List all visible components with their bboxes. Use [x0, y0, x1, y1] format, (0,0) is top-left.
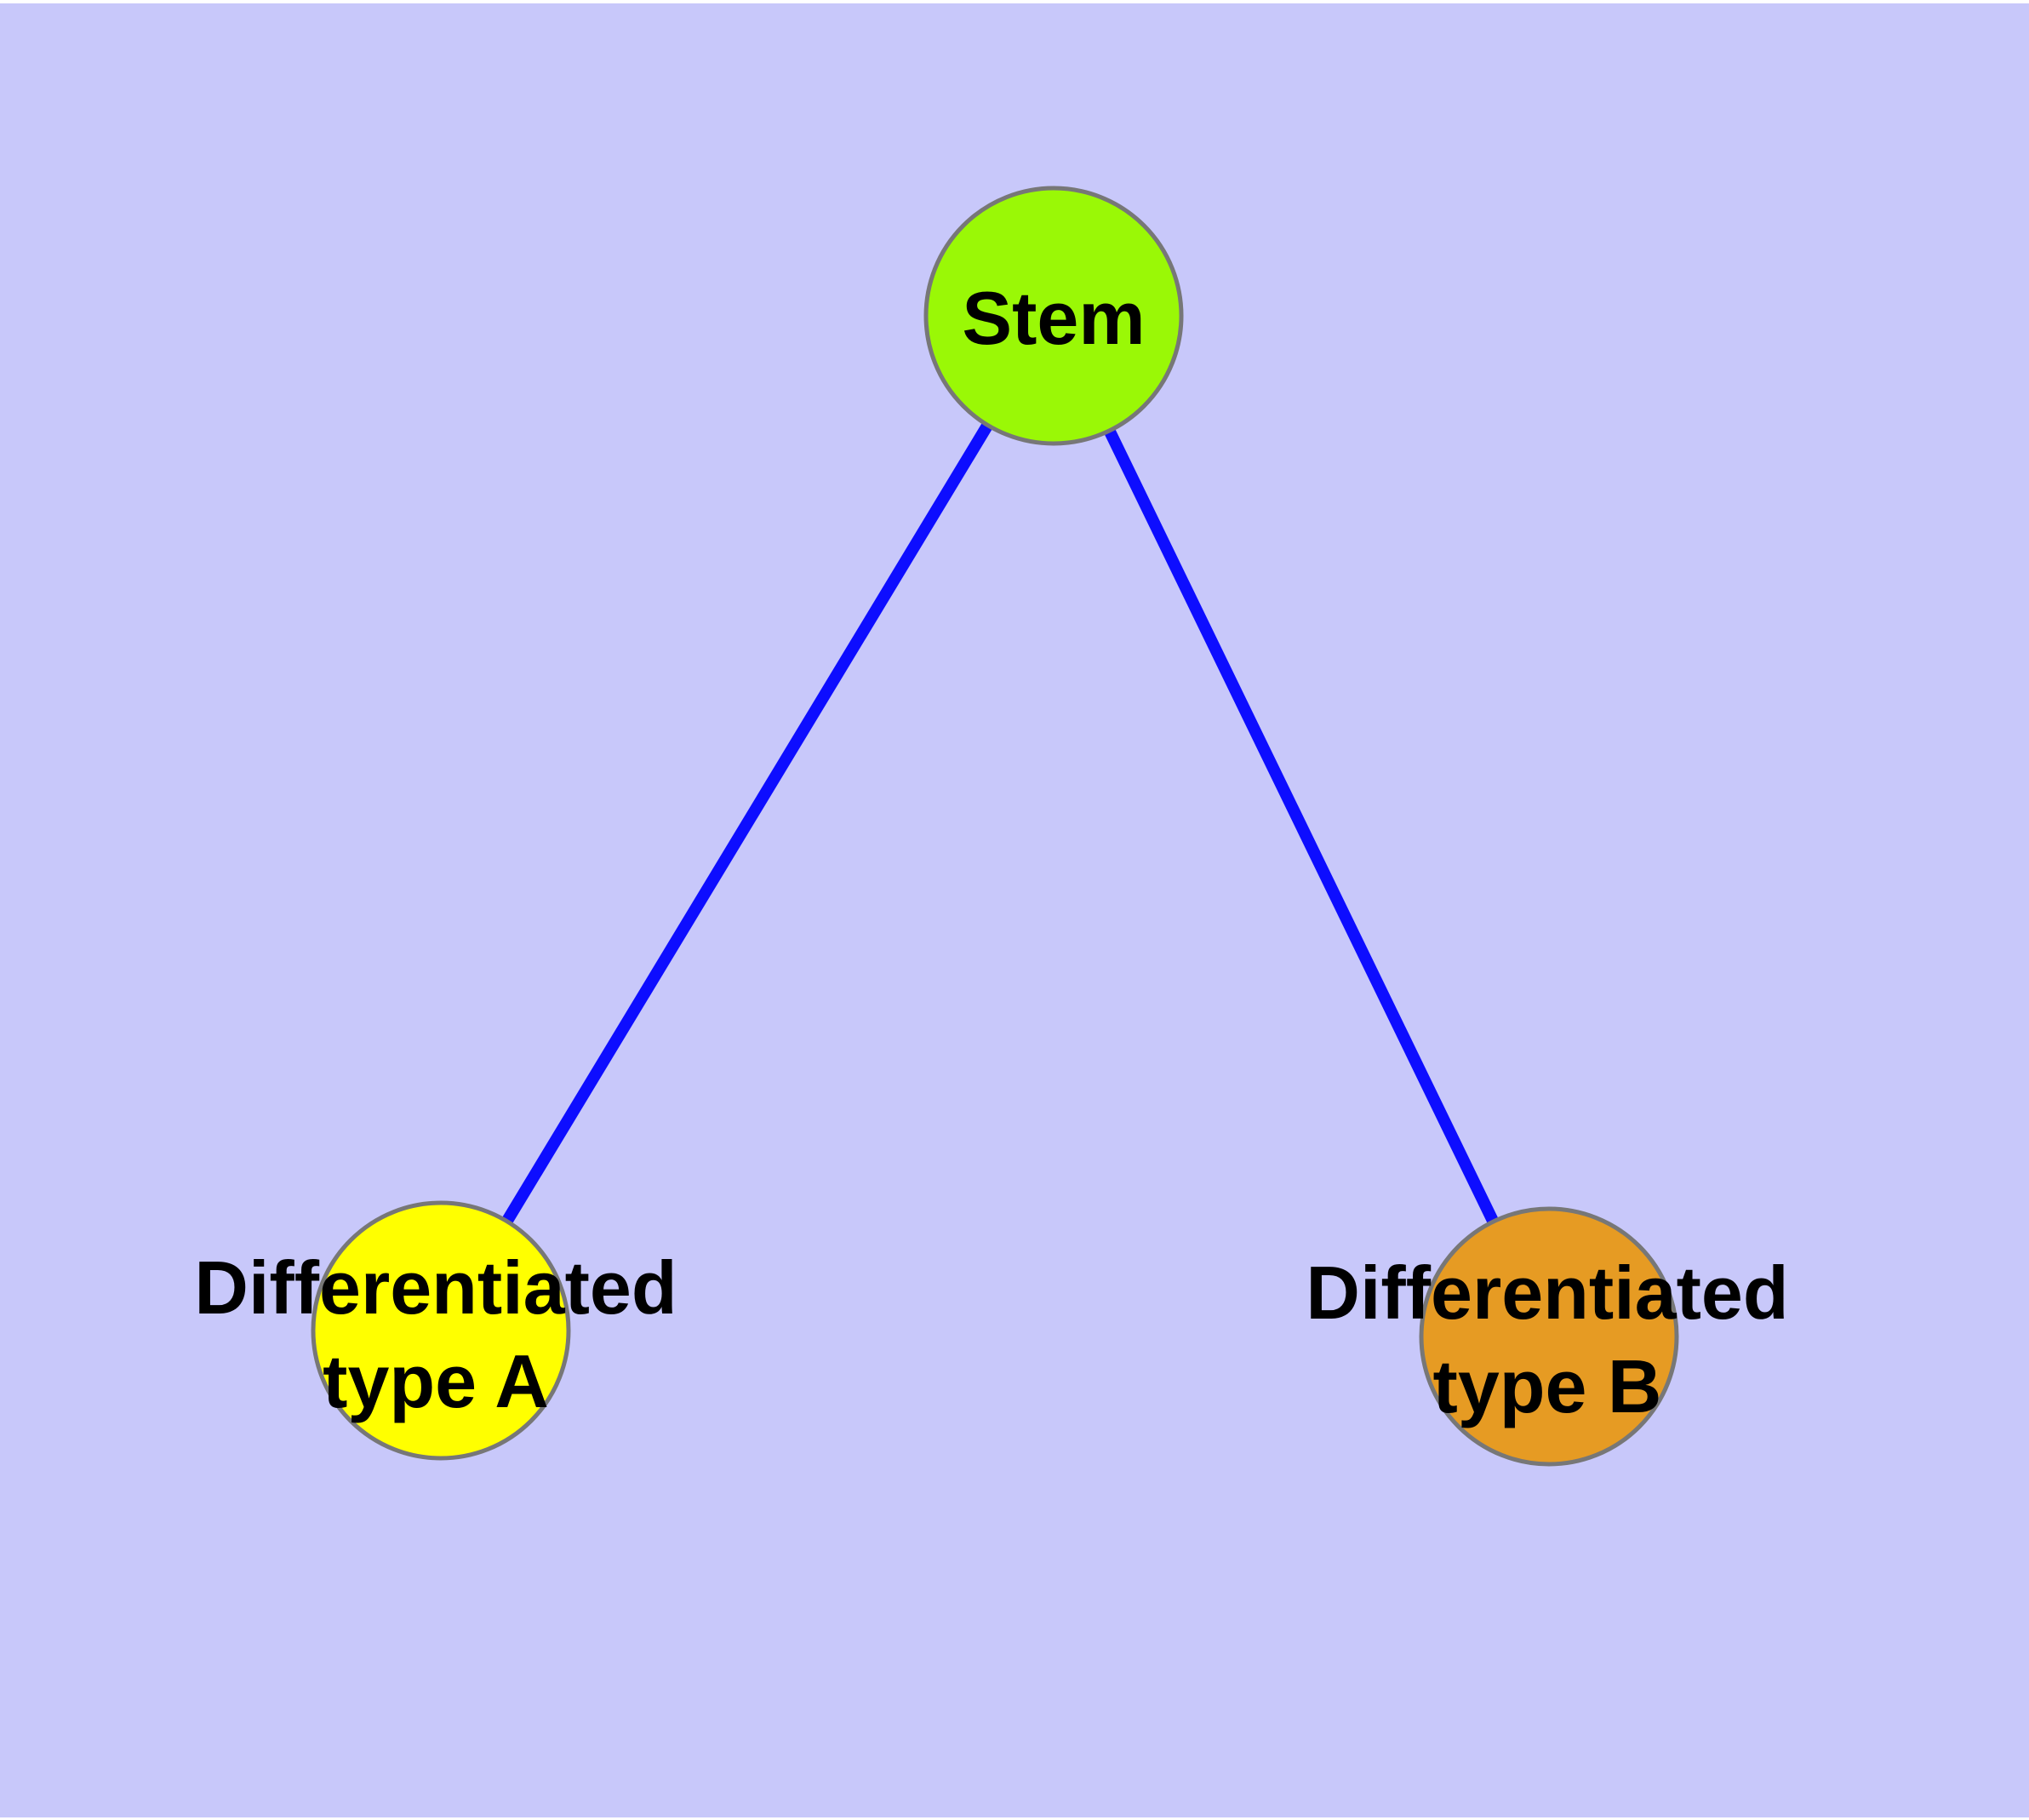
edge-stem-to-type-b: [1048, 312, 1555, 1340]
node-label-differentiated-type-b: Differentiated type B: [1306, 1251, 1789, 1428]
node-differentiated-type-b: [1419, 1206, 1679, 1467]
node-label-stem: Stem: [962, 276, 1146, 360]
edge-stem-to-type-a: [436, 312, 1059, 1334]
node-stem: [923, 186, 1184, 446]
node-differentiated-type-a: [311, 1200, 571, 1461]
node-label-differentiated-type-a: Differentiated type A: [194, 1245, 677, 1423]
